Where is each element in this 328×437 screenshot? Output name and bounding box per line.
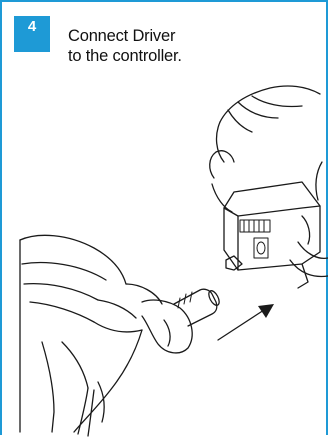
controller-box-icon [224, 182, 320, 288]
plug-hand-icon [20, 235, 192, 432]
controller-hand-icon [210, 86, 328, 276]
insert-direction-arrow [218, 304, 274, 340]
cable-icon [78, 388, 94, 436]
plug-connector-icon [174, 289, 221, 326]
